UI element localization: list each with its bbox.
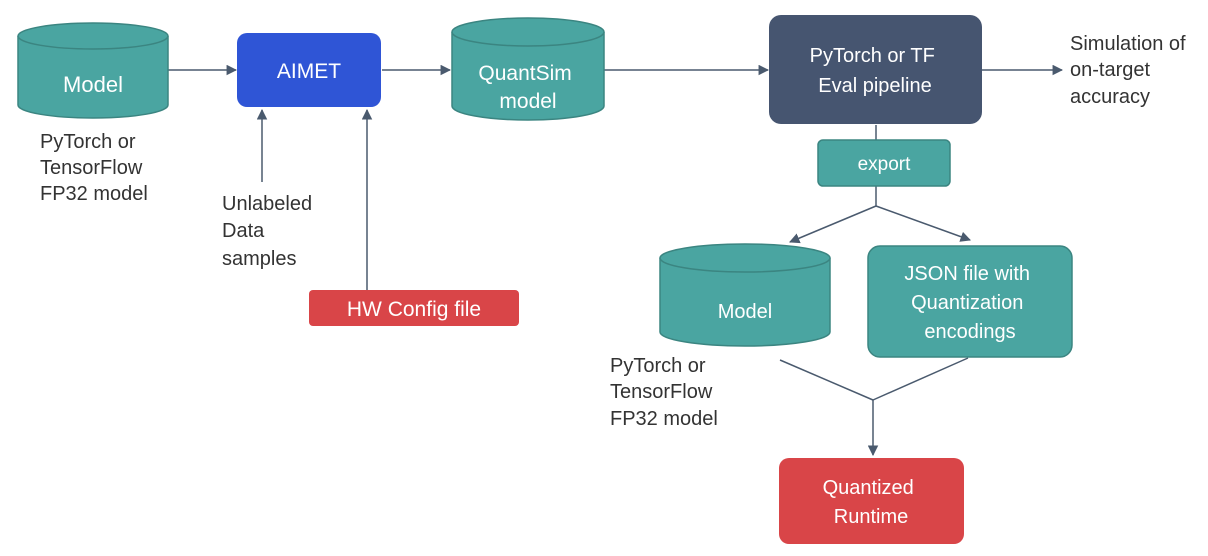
model-output-cylinder: Model bbox=[659, 243, 831, 347]
arrow-export-to-model bbox=[789, 205, 877, 244]
eval-pipeline-box: PyTorch or TF Eval pipeline bbox=[769, 15, 982, 124]
line-model-to-merge bbox=[779, 359, 874, 401]
hw-config-box: HW Config file bbox=[309, 290, 519, 326]
aimet-box: AIMET bbox=[237, 33, 381, 107]
quantized-runtime-box: Quantized Runtime bbox=[779, 458, 964, 544]
json-file-label: JSON file with Quantization encodings bbox=[904, 263, 1035, 343]
export-label: export bbox=[858, 154, 912, 175]
line-json-to-merge bbox=[872, 357, 969, 401]
arrow-export-to-json bbox=[875, 205, 971, 242]
simulation-text: Simulation of on-target accuracy bbox=[1070, 33, 1191, 108]
json-file-box: JSON file with Quantization encodings bbox=[867, 245, 1073, 358]
unlabeled-data-text: Unlabeled Data samples bbox=[222, 193, 318, 270]
hw-config-label: HW Config file bbox=[347, 298, 481, 321]
model-output-label: Model bbox=[718, 301, 772, 323]
model-output-caption: PyTorch or TensorFlow FP32 model bbox=[610, 355, 718, 430]
quantsim-cylinder: QuantSim model bbox=[451, 17, 605, 121]
model-input-caption: PyTorch or TensorFlow FP32 model bbox=[40, 131, 148, 205]
aimet-label: AIMET bbox=[277, 60, 341, 83]
quantsim-label: QuantSim model bbox=[478, 62, 577, 113]
connectors bbox=[168, 64, 1064, 457]
model-input-cylinder: Model bbox=[17, 22, 169, 119]
eval-pipeline-label: PyTorch or TF Eval pipeline bbox=[810, 45, 941, 97]
export-box: export bbox=[817, 139, 951, 187]
model-input-label: Model bbox=[63, 72, 123, 97]
quantized-runtime-label: Quantized Runtime bbox=[823, 477, 920, 528]
